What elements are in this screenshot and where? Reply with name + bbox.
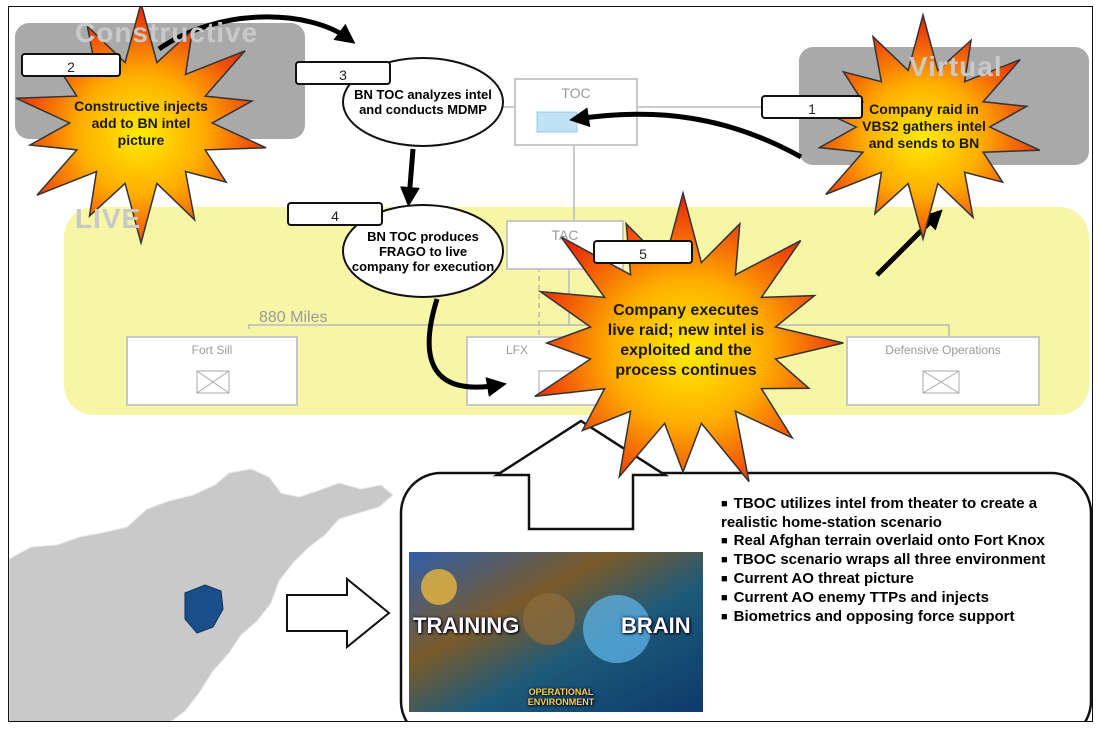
defensive-ops-label: Defensive Operations xyxy=(885,343,1001,357)
star2-shape xyxy=(15,7,267,246)
bullet-item: Real Afghan terrain overlaid onto Fort K… xyxy=(721,532,1071,551)
hollow-arrow-up xyxy=(492,419,670,531)
step-2-text: Constructive injects add to BN intel pic… xyxy=(74,97,208,148)
step-3-number: 3 xyxy=(295,61,391,85)
virtual-zone-title: Virtual xyxy=(909,51,1003,82)
banner-globe xyxy=(583,595,651,663)
step-1-text: Company raid in VBS2 gathers intel and s… xyxy=(862,100,986,151)
step-4-number: 4 xyxy=(287,202,383,226)
starburst-step-1 xyxy=(805,12,1041,242)
arrow-tac-to-lfx xyxy=(426,298,507,397)
starburst-step-2 xyxy=(15,7,267,246)
ellipse-step-4 xyxy=(342,204,504,298)
step-5-text: Company executes live raid; new intel is… xyxy=(607,302,765,379)
banner-left-word: TRAINING xyxy=(413,613,520,638)
banner-right-word: BRAIN xyxy=(621,613,691,638)
bullet-item: TBOC scenario wraps all three environmen… xyxy=(721,551,1071,570)
step-1-number: 1 xyxy=(761,95,863,119)
live-zone-title: LIVE xyxy=(75,203,142,234)
arrow-constructive-to-toc xyxy=(157,14,356,52)
banner-sub-text: OPERATIONAL ENVIRONMENT xyxy=(527,687,595,707)
banner-soldier xyxy=(523,593,575,645)
arrow-virtual-to-toc xyxy=(569,107,803,160)
fort-sill-symbol xyxy=(196,370,230,394)
diagram-frame: Constructive Virtual LIVE TOC TAC 880 Mi… xyxy=(8,6,1093,722)
tac-label: TAC xyxy=(551,227,579,243)
step-2-number: 2 xyxy=(21,53,121,77)
constructive-zone-title: Constructive xyxy=(75,17,259,48)
star5-shape xyxy=(534,190,844,483)
bullet-item: Current AO threat picture xyxy=(721,570,1071,589)
fort-sill-label: Fort Sill xyxy=(191,343,233,357)
star1-shape xyxy=(805,12,1041,242)
distance-label: 880 Miles xyxy=(259,309,328,326)
step-3-text: BN TOC analyzes intel and conducts MDMP xyxy=(354,87,492,117)
step-5-number: 5 xyxy=(593,240,693,264)
arrow-toc-to-tac xyxy=(399,148,420,207)
banner-coin xyxy=(421,569,457,605)
bullet-item: Current AO enemy TTPs and injects xyxy=(721,589,1071,608)
tboc-bullet-list: TBOC utilizes intel from theater to crea… xyxy=(721,495,1071,627)
step-4-text: BN TOC produces FRAGO to live company fo… xyxy=(351,228,495,274)
lfx-label: LFX xyxy=(505,343,528,357)
starburst-step-5 xyxy=(534,190,844,483)
toc-symbol xyxy=(536,111,578,133)
defensive-ops-symbol xyxy=(922,370,960,394)
bullet-item: TBOC utilizes intel from theater to crea… xyxy=(721,495,1071,532)
bullet-item: Biometrics and opposing force support xyxy=(721,608,1071,627)
hollow-arrow-right xyxy=(286,576,391,650)
toc-label: TOC xyxy=(561,85,591,101)
map-highlight-region xyxy=(184,584,224,634)
